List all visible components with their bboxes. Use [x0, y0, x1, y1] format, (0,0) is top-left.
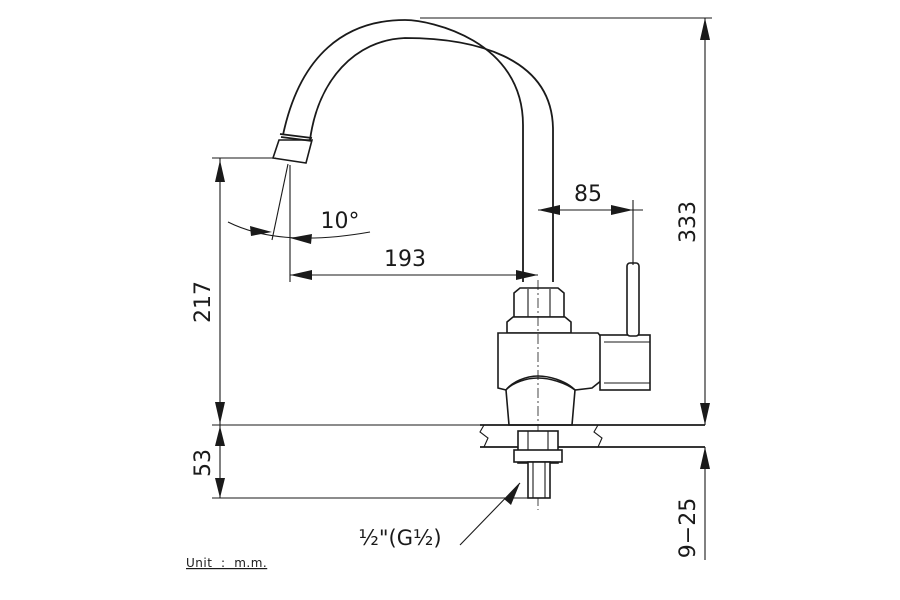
dim-85-label: 85 — [574, 182, 602, 207]
dim-193-label: 193 — [384, 247, 426, 272]
dimension-85: 85 — [538, 182, 643, 265]
threaded-shank — [527, 461, 551, 499]
aerator-tip — [271, 139, 314, 164]
dim-53-label: 53 — [191, 449, 216, 477]
handle-boss — [599, 334, 651, 391]
dimension-10-degree: 10° — [227, 163, 371, 244]
dimension-217: 217 — [191, 157, 480, 426]
spout-outer-line — [282, 19, 524, 282]
handle-lever — [626, 262, 640, 337]
dim-9-25-label: 9−25 — [676, 498, 701, 558]
thread-callout: ½"(G½) — [358, 482, 521, 550]
unit-note: Unit : m.m. — [186, 556, 267, 570]
dim-333-label: 333 — [676, 201, 701, 243]
dimension-333: 333 — [420, 17, 712, 425]
dim-217-label: 217 — [191, 281, 216, 323]
upper-nut — [513, 287, 565, 318]
dimension-193: 193 — [289, 165, 538, 282]
thread-spec-label: ½"(G½) — [358, 526, 441, 550]
faucet-outline — [271, 19, 651, 510]
dimension-53: 53 — [191, 425, 528, 499]
dimension-9-25: 9−25 — [676, 447, 710, 560]
counter-and-mounting — [479, 424, 705, 499]
dim-10-degree-label: 10° — [321, 209, 360, 234]
lower-body — [505, 377, 576, 426]
collar — [506, 316, 572, 334]
spout-inner-line — [309, 37, 554, 282]
